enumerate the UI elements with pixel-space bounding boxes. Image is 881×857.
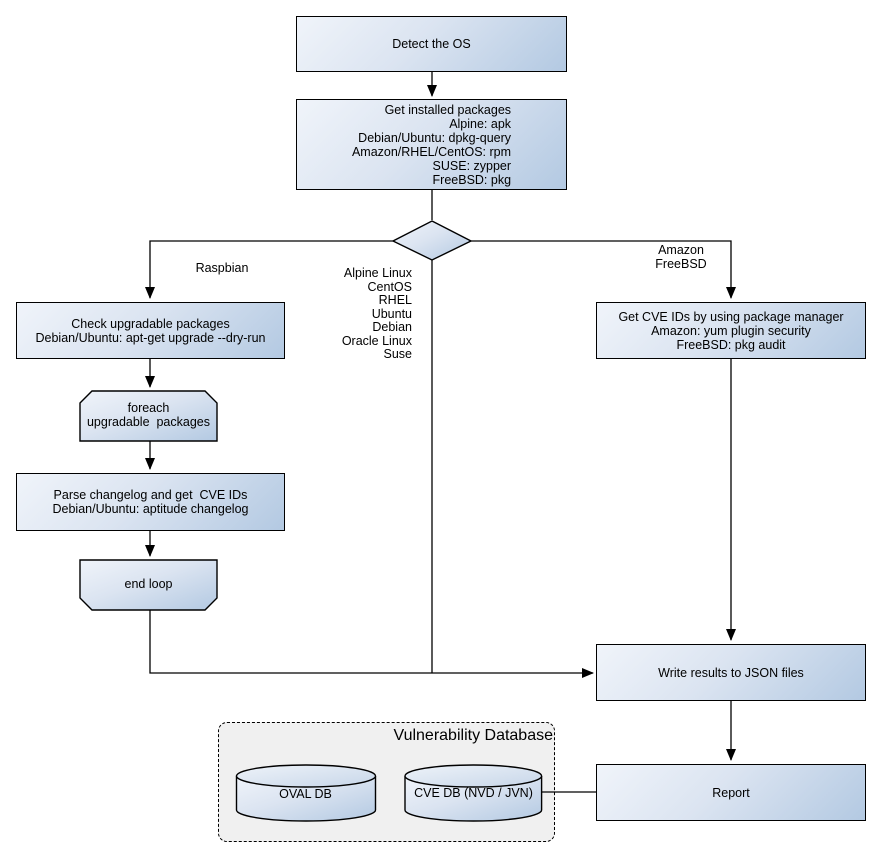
foreach-loop-shape — [79, 390, 218, 442]
foreach-loop-label: foreach upgradable packages — [86, 401, 210, 429]
node-report-label: Report — [712, 785, 750, 800]
oval-db-cylinder — [235, 764, 377, 822]
vulnerability-database-title: Vulnerability Database — [393, 727, 554, 744]
edge-endloop-to-write-results — [149, 610, 594, 678]
edge-label-raspbian: Raspbian — [195, 261, 249, 275]
edge-decision-to-check-upgradable — [145, 240, 393, 299]
node-write-results-json-label: Write results to JSON files — [658, 665, 804, 680]
node-get-cve-ids-label: Get CVE IDs by using package manager Ama… — [618, 309, 844, 352]
cve-db-label: CVE DB (NVD / JVN) — [414, 786, 533, 800]
node-check-upgradable-packages-label: Check upgradable packages Debian/Ubuntu:… — [35, 316, 266, 345]
end-loop-shape — [79, 559, 218, 611]
node-get-installed-packages-label: Get installed packages Alpine: apk Debia… — [351, 102, 512, 187]
oval-db-label: OVAL DB — [279, 787, 332, 801]
os-decision-diamond — [391, 220, 473, 261]
edge-label-os-list: Alpine Linux CentOS RHEL Ubuntu Debian O… — [341, 266, 412, 361]
edge-label-amazon-freebsd: Amazon FreeBSD — [655, 243, 707, 271]
edge-decision-to-get-cve-ids — [471, 240, 736, 299]
node-parse-changelog: Parse changelog and get CVE IDs Debian/U… — [16, 473, 285, 531]
node-check-upgradable-packages: Check upgradable packages Debian/Ubuntu:… — [16, 302, 285, 359]
node-get-cve-ids: Get CVE IDs by using package manager Ama… — [596, 302, 866, 359]
node-report: Report — [596, 764, 866, 821]
node-detect-os-label: Detect the OS — [392, 37, 471, 51]
end-loop-label: end loop — [124, 577, 173, 591]
node-get-installed-packages: Get installed packages Alpine: apk Debia… — [296, 99, 567, 190]
node-detect-os: Detect the OS — [296, 16, 567, 72]
node-parse-changelog-label: Parse changelog and get CVE IDs Debian/U… — [52, 488, 249, 516]
cve-db-cylinder — [404, 764, 543, 822]
node-write-results-json: Write results to JSON files — [596, 644, 866, 701]
